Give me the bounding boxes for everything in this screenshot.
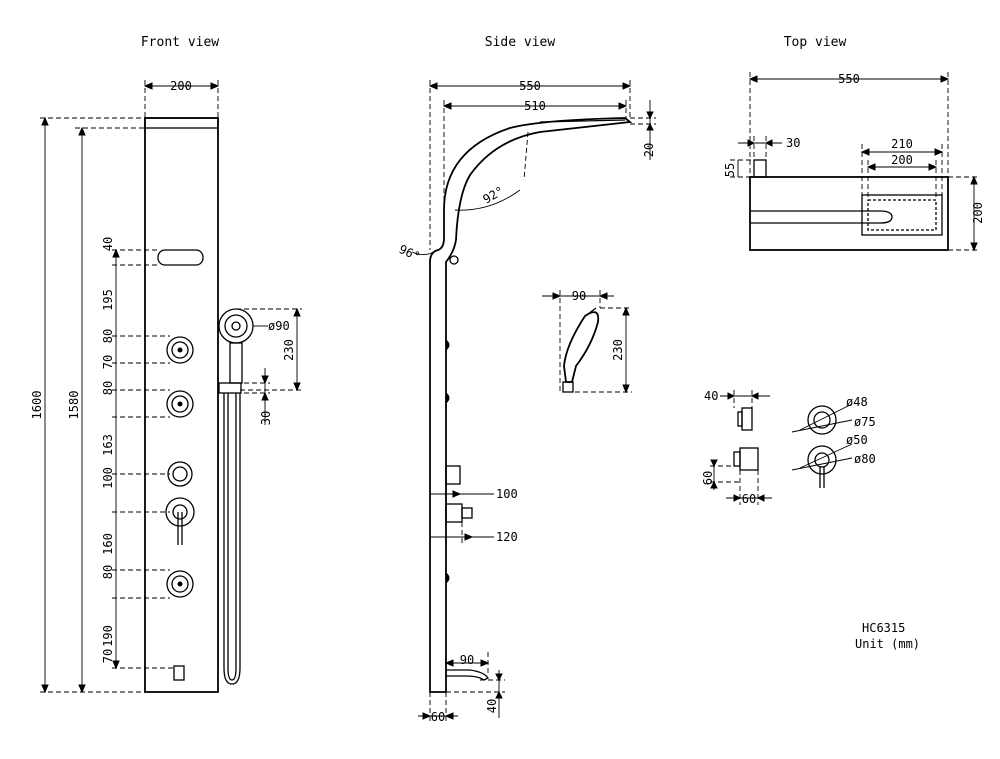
front-width-label: 200: [170, 79, 192, 93]
valve-knob-stem: [737, 411, 743, 427]
front-jet-1: [166, 336, 194, 364]
front-dim-70: 70: [101, 355, 115, 369]
valve-48-label: ø48: [846, 395, 868, 409]
top-55-dim: 55: [723, 159, 754, 178]
side-40-label: 40: [485, 699, 499, 713]
side-550-label: 550: [519, 79, 541, 93]
front-hand-shower: [218, 308, 254, 685]
valve-80-label: ø80: [854, 452, 876, 466]
side-angle-96: 96°: [397, 242, 423, 264]
side-60-label: 60: [431, 710, 445, 724]
front-dim-160: 160: [101, 533, 115, 555]
side-view: 550 510 20 92° 96°: [397, 79, 656, 724]
top-depth-200-label: 200: [971, 202, 985, 224]
valve-details: 40 60 60 ø48 ø75 ø50 ø80: [701, 389, 876, 506]
front-dim-163: 163: [101, 434, 115, 456]
side-mixer-body: [445, 503, 463, 523]
side-20-dim: 20: [630, 100, 656, 160]
front-view-title: Front view: [141, 35, 219, 50]
model-code: HC6315: [862, 621, 905, 635]
top-hand-holder: [753, 159, 767, 178]
top-panel-body: [749, 176, 949, 251]
top-arm: [750, 210, 893, 224]
top-view: 550 30 55 210 200: [723, 72, 985, 252]
side-510-label: 510: [524, 99, 546, 113]
side-width-550-dim: 550: [428, 79, 632, 250]
valve-40-label: 40: [704, 389, 718, 403]
front-jet-2: [166, 390, 194, 418]
valve-mixer-front: [791, 443, 853, 488]
front-waterfall-outlet: [157, 249, 204, 266]
top-210-200-dims: 210 200: [860, 137, 944, 200]
front-inner-height-label: 1580: [67, 391, 81, 420]
front-dim-80c: 80: [101, 565, 115, 579]
top-200-label: 200: [891, 153, 913, 167]
top-55-label: 55: [723, 163, 737, 177]
top-rain-head-outer: [861, 194, 943, 236]
side-20-label: 20: [642, 143, 656, 157]
front-hand-height-label: 230: [282, 339, 296, 361]
side-100-label: 100: [496, 487, 518, 501]
valve-60-horizontal-label: 60: [742, 492, 756, 506]
side-rain-head-line: [539, 119, 626, 123]
front-dim-80b: 80: [101, 381, 115, 395]
front-width-dim: 200: [143, 79, 220, 118]
side-hand-90-label: 90: [572, 289, 586, 303]
side-mixer-handle: [461, 507, 473, 519]
front-stack-dims: 40 195 80 70 80 163 100 160 80 190 70: [101, 237, 176, 670]
top-550-label: 550: [838, 72, 860, 86]
front-bottom-spout: [173, 665, 185, 681]
front-hand-30-label: 30: [259, 411, 273, 425]
front-dim-70b: 70: [101, 649, 115, 663]
side-waterfall-outlet: [449, 255, 459, 265]
side-diverter-knob: [445, 465, 461, 485]
side-width-510-dim: 510: [442, 99, 628, 210]
front-dim-100: 100: [101, 467, 115, 489]
valve-knob-side: [741, 407, 753, 431]
side-120-label: 120: [496, 530, 518, 544]
front-hand-diameter-label: ø90: [268, 319, 290, 333]
top-view-title: Top view: [784, 35, 847, 50]
side-bottom-spout: [446, 669, 489, 681]
unit-label: Unit (mm): [855, 637, 920, 651]
top-depth-dim: 200: [948, 175, 985, 252]
side-angle-dims: 92° 96°: [397, 131, 529, 264]
front-height-dims: 1600 1580: [30, 116, 145, 694]
side-90-label: 90: [460, 653, 474, 667]
front-mixer-handle: [165, 497, 195, 545]
front-view: 200 1600 1580: [30, 79, 302, 694]
side-depth-dims: 100 120: [430, 487, 518, 545]
side-angle-92: 92°: [481, 184, 507, 207]
top-210-label: 210: [891, 137, 913, 151]
valve-50-label: ø50: [846, 433, 868, 447]
front-diverter-knob: [167, 461, 193, 487]
front-dim-195: 195: [101, 289, 115, 311]
side-hand-230-label: 230: [611, 339, 625, 361]
valve-60-vertical-label: 60: [701, 471, 715, 485]
front-jet-3: [166, 570, 194, 598]
side-view-title: Side view: [485, 35, 556, 50]
front-hand-shower-dims: 230 ø90 30: [236, 307, 302, 425]
valve-mixer-side: [739, 447, 759, 471]
valve-75-label: ø75: [854, 415, 876, 429]
valve-mixer-stem: [733, 451, 741, 467]
side-jets: [445, 338, 450, 585]
side-hand-shower-detail: 90 230: [542, 289, 632, 394]
top-width-dim: 550: [748, 72, 950, 177]
front-total-height-label: 1600: [30, 391, 44, 420]
front-rain-head: [144, 117, 219, 129]
top-rain-head-inner: [867, 199, 937, 231]
front-dim-40: 40: [101, 237, 115, 251]
front-dim-80a: 80: [101, 329, 115, 343]
front-dim-190: 190: [101, 625, 115, 647]
side-column-profile: [429, 117, 633, 693]
top-30-dim: 30: [738, 136, 800, 160]
top-30-label: 30: [786, 136, 800, 150]
side-bottom-dims: 60 90 40: [418, 652, 505, 724]
valve-knob-front: [791, 403, 853, 435]
